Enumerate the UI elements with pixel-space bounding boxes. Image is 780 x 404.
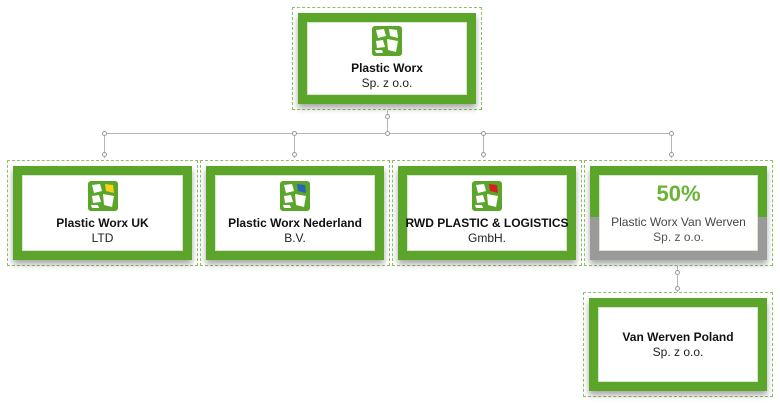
node-van-werven-poland[interactable]: Van Werven Poland Sp. z o.o.	[583, 292, 773, 397]
plastic-worx-logo-icon	[280, 180, 310, 211]
node-subtitle: B.V.	[284, 230, 306, 245]
connector-vw-vwp	[677, 266, 678, 292]
plastic-worx-logo-icon	[372, 26, 402, 56]
connector-root-down	[387, 110, 388, 133]
node-root[interactable]: Plastic Worx Sp. z o.o.	[292, 7, 482, 110]
node-subtitle: LTD	[91, 230, 114, 245]
node-nederland[interactable]: Plastic Worx Nederland B.V.	[200, 160, 390, 266]
connector-nl	[294, 133, 295, 158]
plastic-worx-logo-icon	[472, 180, 502, 211]
node-subtitle: Sp. z o.o.	[653, 230, 704, 244]
connector-dot	[669, 152, 674, 157]
connector-dot	[292, 152, 297, 157]
connector-rwd	[483, 133, 484, 158]
connector-dot	[102, 131, 107, 136]
connector-dot	[481, 131, 486, 136]
node-rwd[interactable]: RWD PLASTIC & LOGISTICS GmbH.	[392, 160, 582, 266]
connector-dot	[675, 286, 680, 291]
connector-dot	[385, 114, 390, 119]
ownership-percent: 50%	[656, 181, 701, 206]
node-subtitle: Sp. z o.o.	[652, 344, 704, 359]
connector-dot	[675, 270, 680, 275]
connector-dot	[385, 131, 390, 136]
node-title: RWD PLASTIC & LOGISTICS	[405, 215, 569, 230]
connector-vw	[671, 133, 672, 158]
connector-dot	[292, 131, 297, 136]
node-title: Van Werven Poland	[622, 329, 734, 344]
connector-dot	[669, 131, 674, 136]
node-title: Plastic Worx Van Werven	[611, 215, 746, 229]
node-subtitle: GmbH.	[467, 230, 506, 245]
connector-uk	[104, 133, 105, 158]
node-subtitle: Sp. z o.o.	[361, 76, 413, 90]
plastic-worx-logo-icon	[87, 180, 118, 211]
node-uk[interactable]: Plastic Worx UK LTD	[7, 160, 198, 266]
connector-dot	[102, 152, 107, 157]
node-title: Plastic Worx Nederland	[228, 215, 362, 230]
node-title: Plastic Worx UK	[56, 215, 149, 230]
node-title: Plastic Worx	[351, 61, 423, 75]
node-van-werven[interactable]: 50% Plastic Worx Van Werven Sp. z o.o.	[584, 160, 773, 266]
connector-dot	[481, 152, 486, 157]
